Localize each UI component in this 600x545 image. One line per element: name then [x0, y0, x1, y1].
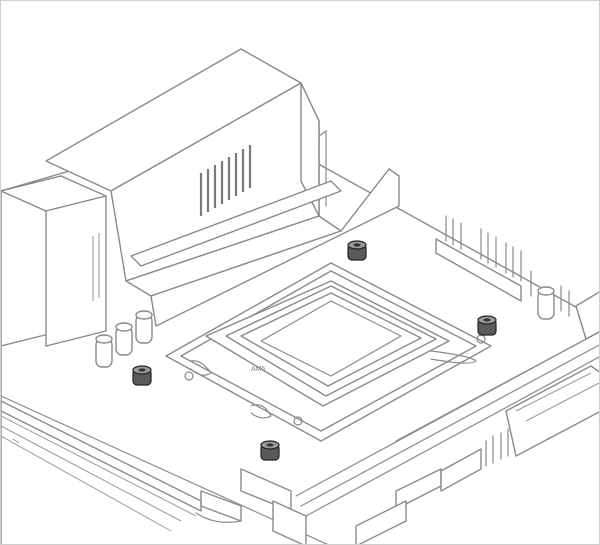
standoff-bottom	[260, 440, 280, 461]
standoff-top	[347, 240, 367, 261]
power-connector	[505, 291, 599, 457]
vrm-heatsink	[125, 168, 400, 327]
capacitors	[95, 286, 555, 368]
socket-label: AM5	[251, 366, 266, 373]
fan-headers	[435, 215, 570, 317]
standoff-left	[132, 365, 152, 386]
standoff-right	[477, 315, 497, 336]
standoffs	[132, 240, 497, 461]
pcie-slot	[1, 400, 202, 532]
heatsink-fins	[199, 145, 252, 216]
sata-connectors	[195, 428, 509, 544]
memory-slots	[295, 331, 599, 517]
cpu-socket: AM5	[165, 262, 492, 442]
